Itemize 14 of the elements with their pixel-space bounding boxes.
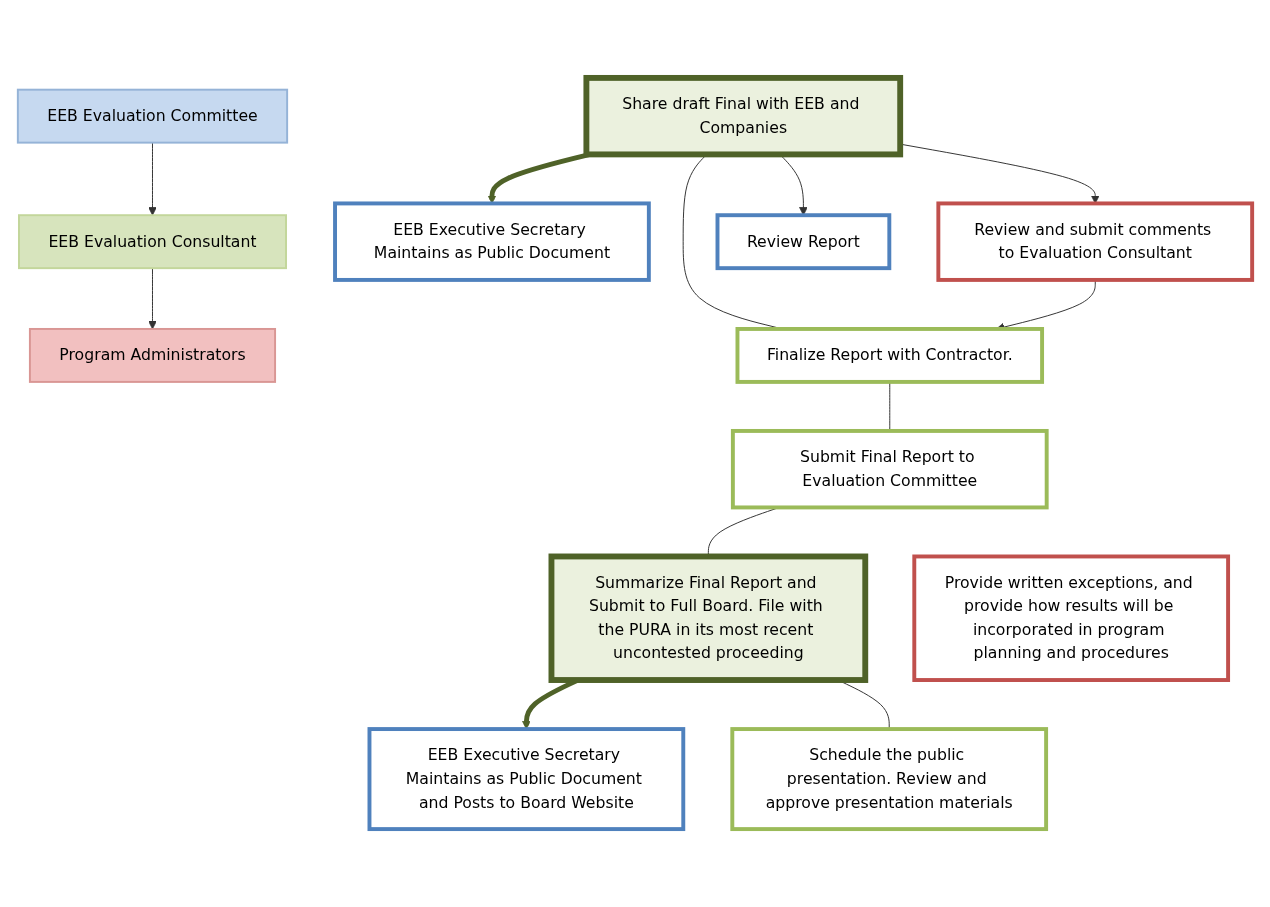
node-box: EEB Evaluation Consultant bbox=[18, 214, 287, 270]
node-box: Provide written exceptions, and provide how results will be incorporated in program planning and procedures bbox=[912, 554, 1231, 682]
node-box: EEB Executive Secretary Maintains as Public Document bbox=[333, 201, 651, 282]
node-box: Share draft Final with EEB and Companies bbox=[583, 75, 904, 158]
node-box: EEB Evaluation Committee bbox=[16, 88, 289, 144]
node-box: Program Administrators bbox=[28, 327, 277, 383]
node-box: Review Report bbox=[715, 213, 892, 271]
node-box: Schedule the public presentation. Review and approve presentation materials bbox=[730, 727, 1049, 832]
node-box: Summarize Final Report and Submit to Full Board. File with the PURA in its most recent uncontested proceeding bbox=[548, 553, 869, 683]
node-box: Finalize Report with Contractor. bbox=[735, 327, 1045, 384]
node-box: EEB Executive Secretary Maintains as Public Document and Posts to Board Website bbox=[367, 727, 686, 832]
node-box: Submit Final Report to Evaluation Committee bbox=[730, 429, 1049, 510]
arrow bbox=[487, 152, 591, 204]
node-box: Review and submit comments to Evaluation Consultant bbox=[936, 201, 1255, 282]
